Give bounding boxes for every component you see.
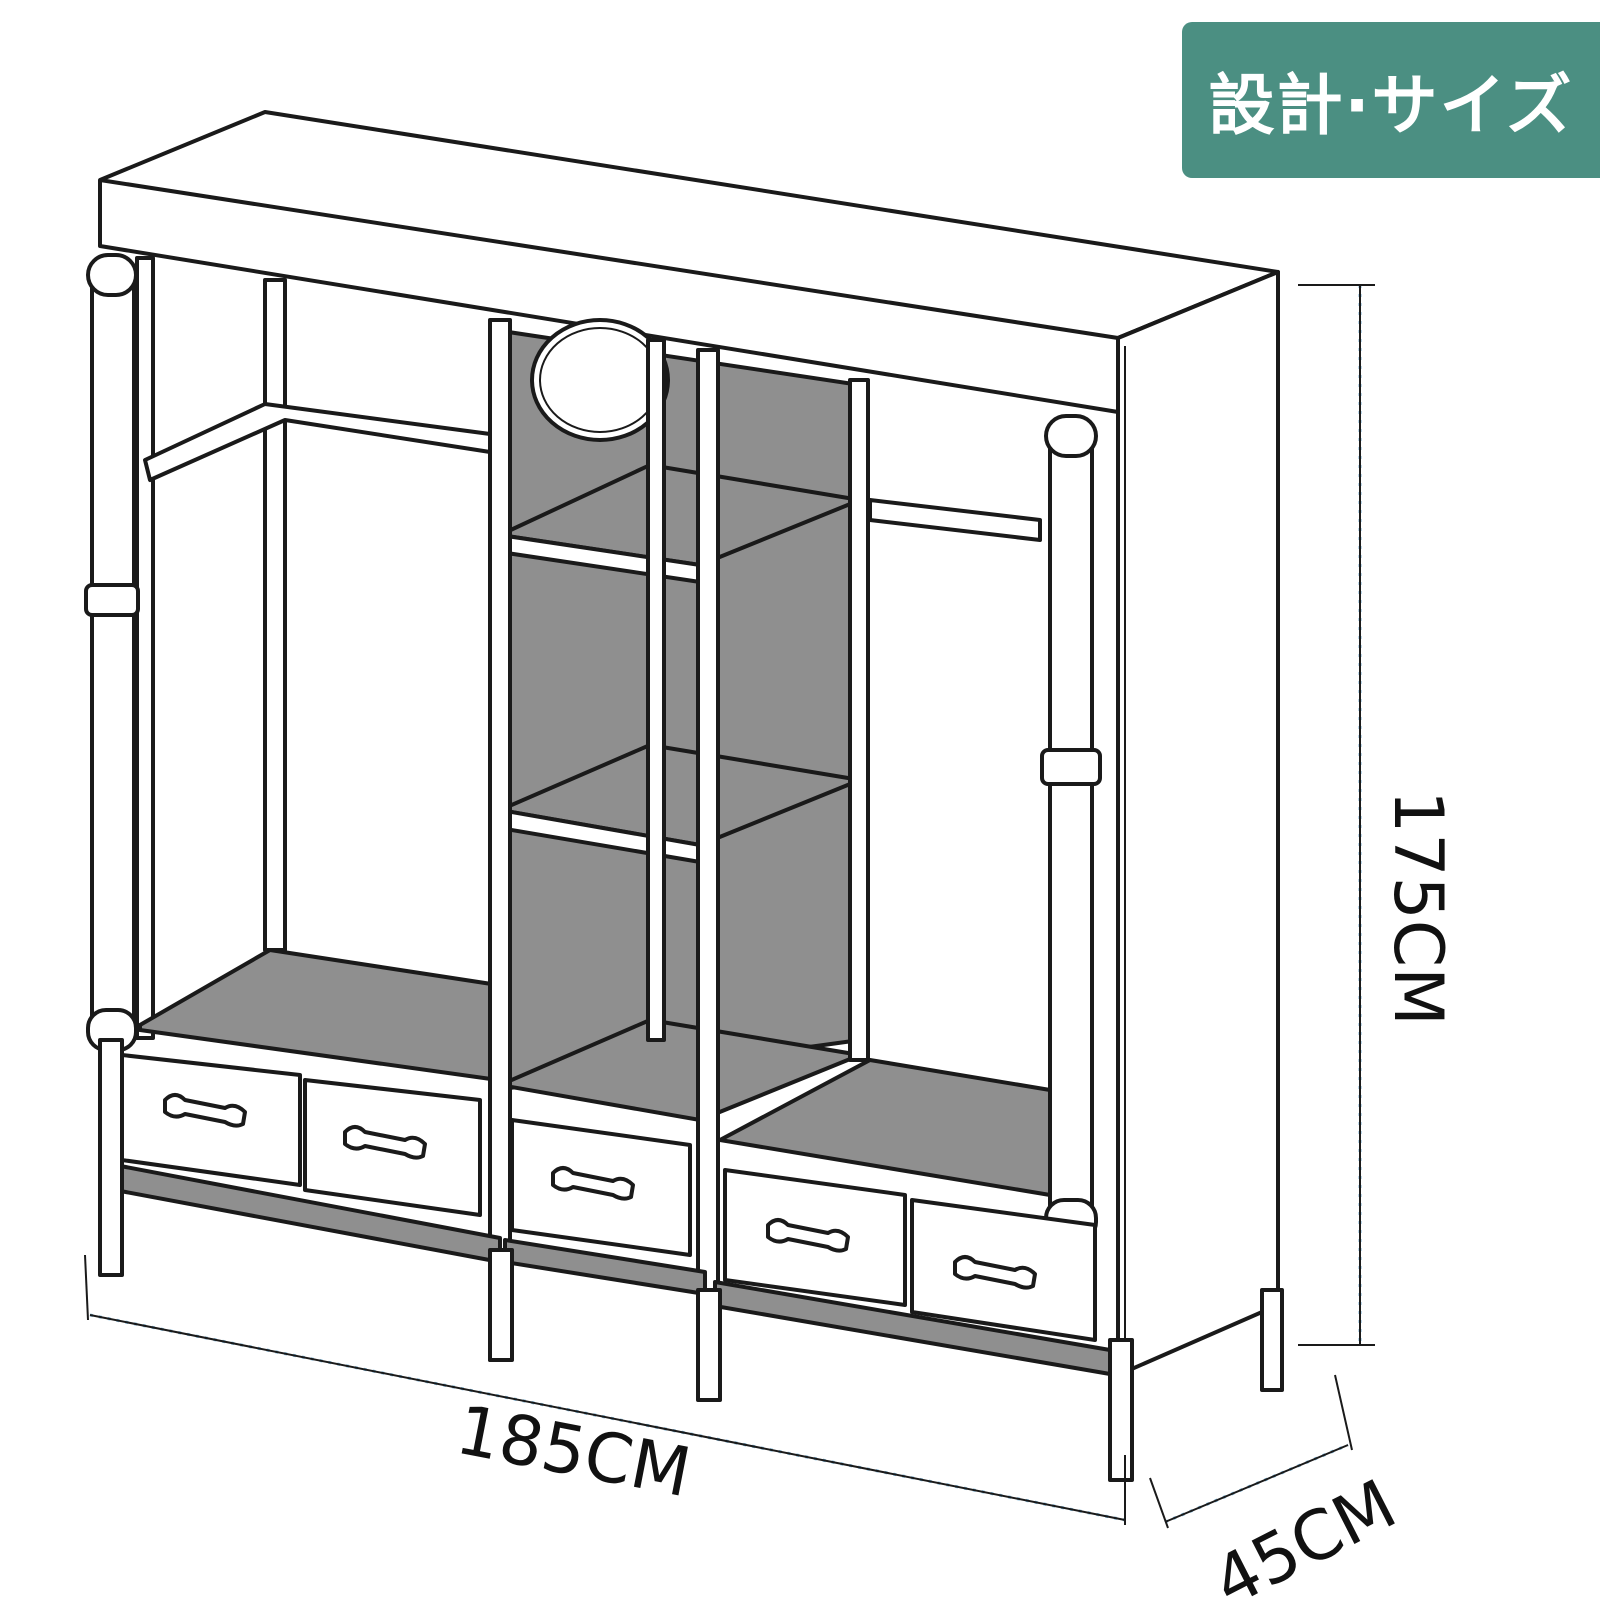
leg [488, 1248, 514, 1362]
width-label: 185CM [450, 1391, 697, 1514]
side-panel [1116, 270, 1280, 1377]
leg [98, 1038, 124, 1277]
drawer [510, 1118, 692, 1257]
left-front-post [90, 256, 136, 1050]
height-label: 175CM [1378, 790, 1457, 1026]
center-back-panel [493, 328, 862, 1092]
left-floor-shelf [138, 948, 500, 1082]
drawer [303, 1078, 482, 1217]
drawer [120, 1053, 302, 1187]
drawer [910, 1198, 1097, 1342]
leg [696, 1288, 722, 1402]
drawer [723, 1168, 907, 1307]
title-badge-label: 設計·サイズ [1208, 67, 1574, 144]
depth-label: 45CM [1201, 1465, 1409, 1600]
leg [1108, 1338, 1134, 1482]
right-front-post [1048, 418, 1094, 1242]
title-badge: 設計·サイズ [1182, 22, 1600, 178]
leg [1260, 1288, 1284, 1392]
